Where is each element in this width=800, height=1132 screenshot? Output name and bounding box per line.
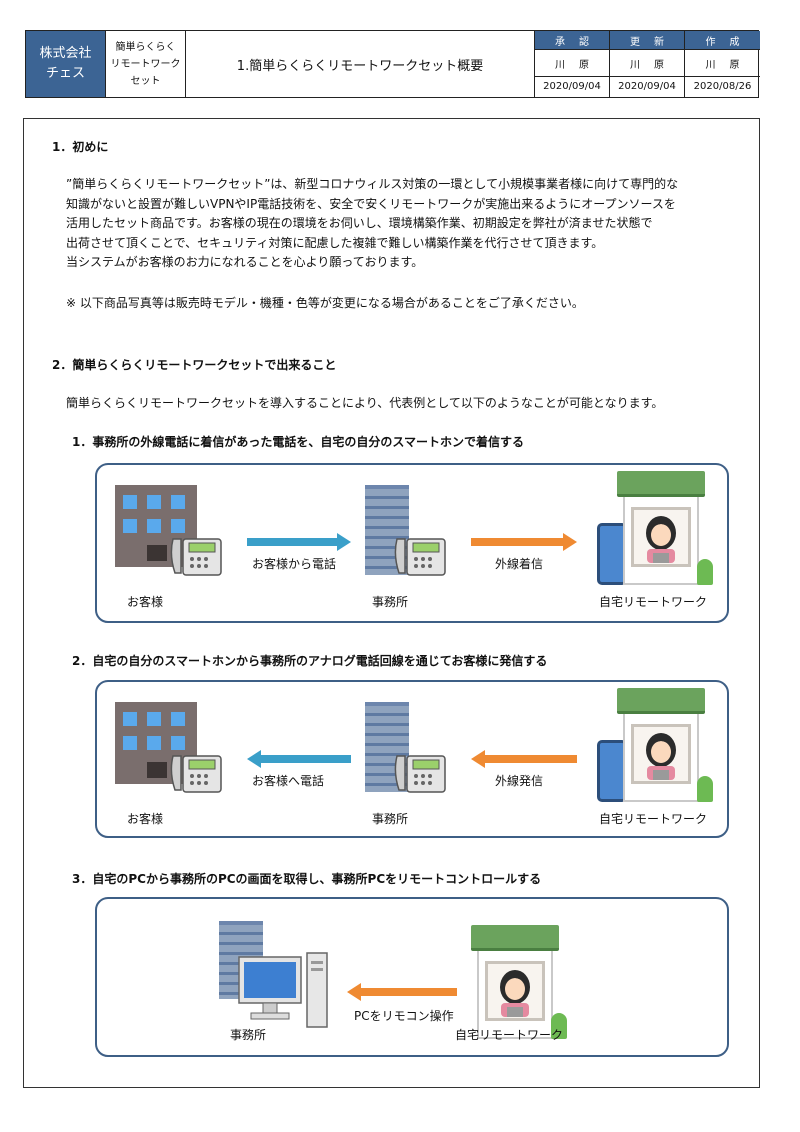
product-name-line1: 簡単らくらく (116, 39, 176, 56)
updater-name: 川原 (610, 50, 684, 77)
approval-head: 承認 (535, 31, 609, 50)
create-date: 2020/08/26 (685, 77, 760, 96)
section1-line1: ”簡単らくらくリモートワークセット”は、新型コロナウィルス対策の一環として小規模… (66, 175, 756, 195)
usecase3-diagram: PCをリモコン操作 事務所 自宅リモートワーク (95, 897, 729, 1057)
product-name-line3: セット (131, 73, 161, 90)
section1-line3: 活用したセット商品です。お客様の現在の環境をお伺いし、環境構築作業、初期設定を弊… (66, 214, 756, 234)
office-phone-icon (393, 535, 447, 579)
arrow-label-call-to-customer: お客様へ電話 (252, 772, 324, 789)
usecase2-diagram: お客様へ電話 外線発信 お客様 事務所 自宅リモートワーク (95, 680, 729, 838)
home-office-icon (617, 688, 705, 804)
desk-phone-icon (169, 535, 223, 579)
label-office: 事務所 (372, 593, 408, 610)
desktop-pc-icon (237, 951, 329, 1031)
label-home-remote: 自宅リモートワーク (455, 1026, 563, 1043)
arrow-home-to-office (471, 750, 577, 768)
product-name-line2: リモートワーク (111, 56, 181, 73)
update-date: 2020/09/04 (610, 77, 684, 96)
label-customer: お客様 (127, 810, 163, 827)
document-header: 株式会社 チェス 簡単らくらく リモートワーク セット 1.簡単らくらくリモート… (25, 30, 759, 98)
section2-intro: 簡単らくらくリモートワークセットを導入することにより、代表例として以下のようなこ… (66, 394, 663, 414)
usecase1-diagram: お客様から電話 外線着信 お客様 事務所 自宅リモートワーク (95, 463, 729, 623)
usecase1-title: 1．事務所の外線電話に着信があった電話を、自宅の自分のスマートホンで着信する (72, 433, 524, 450)
product-name-cell: 簡単らくらく リモートワーク セット (105, 31, 186, 97)
usecase2-title: 2．自宅の自分のスマートホンから事務所のアナログ電話回線を通じてお客様に発信する (72, 652, 547, 669)
arrow-label-remote-control: PCをリモコン操作 (354, 1007, 454, 1024)
section1-line5: 当システムがお客様のお力になれることを心より願っております。 (66, 253, 756, 273)
section2-heading: 2．簡単らくらくリモートワークセットで出来ること (52, 356, 336, 373)
arrow-label-call-from-customer: お客様から電話 (252, 555, 336, 572)
update-head: 更新 (610, 31, 684, 50)
section1-body: ”簡単らくらくリモートワークセット”は、新型コロナウィルス対策の一環として小規模… (66, 175, 756, 273)
arrow-office-to-customer (247, 750, 351, 768)
arrow-label-outgoing: 外線発信 (495, 772, 543, 789)
approval-column-update: 更新 川原 2020/09/04 (610, 31, 685, 97)
office-phone-icon (393, 752, 447, 796)
creator-name: 川原 (685, 50, 760, 77)
company-name-cell: 株式会社 チェス (26, 31, 105, 97)
label-customer: お客様 (127, 593, 163, 610)
approval-date: 2020/09/04 (535, 77, 609, 96)
label-office: 事務所 (372, 810, 408, 827)
arrow-home-to-office-pc (347, 983, 457, 1001)
label-home-remote: 自宅リモートワーク (599, 810, 707, 827)
approval-table: 承認 川原 2020/09/04 更新 川原 2020/09/04 作成 川原 … (534, 31, 758, 97)
arrow-customer-to-office (247, 533, 351, 551)
desk-phone-icon (169, 752, 223, 796)
label-office: 事務所 (230, 1026, 266, 1043)
create-head: 作成 (685, 31, 760, 50)
company-name-line1: 株式会社 (39, 44, 91, 64)
section1-note: ※ 以下商品写真等は販売時モデル・機種・色等が変更になる場合があることをご了承く… (66, 294, 584, 314)
section1-line4: 出荷させて頂くことで、セキュリティ対策に配慮した複雑で難しい構築作業を代行させて… (66, 234, 756, 254)
label-home-remote: 自宅リモートワーク (599, 593, 707, 610)
approval-column-create: 作成 川原 2020/08/26 (685, 31, 760, 97)
remote-worker-icon (637, 513, 685, 563)
remote-worker-icon (491, 967, 539, 1017)
company-name-line2: チェス (46, 64, 85, 84)
usecase3-title: 3．自宅のPCから事務所のPCの画面を取得し、事務所PCをリモートコントロールす… (72, 870, 541, 887)
approval-column-approve: 承認 川原 2020/09/04 (535, 31, 610, 97)
arrow-label-incoming: 外線着信 (495, 555, 543, 572)
section1-line2: 知識がないと設置が難しいVPNやIP電話技術を、安全で安くリモートワークが実施出… (66, 195, 756, 215)
approver-name: 川原 (535, 50, 609, 77)
home-office-icon (471, 925, 559, 1041)
remote-worker-icon (637, 730, 685, 780)
arrow-office-to-home (471, 533, 577, 551)
document-title: 1.簡単らくらくリモートワークセット概要 (186, 31, 534, 97)
section1-heading: 1．初めに (52, 138, 108, 155)
home-office-icon (617, 471, 705, 587)
